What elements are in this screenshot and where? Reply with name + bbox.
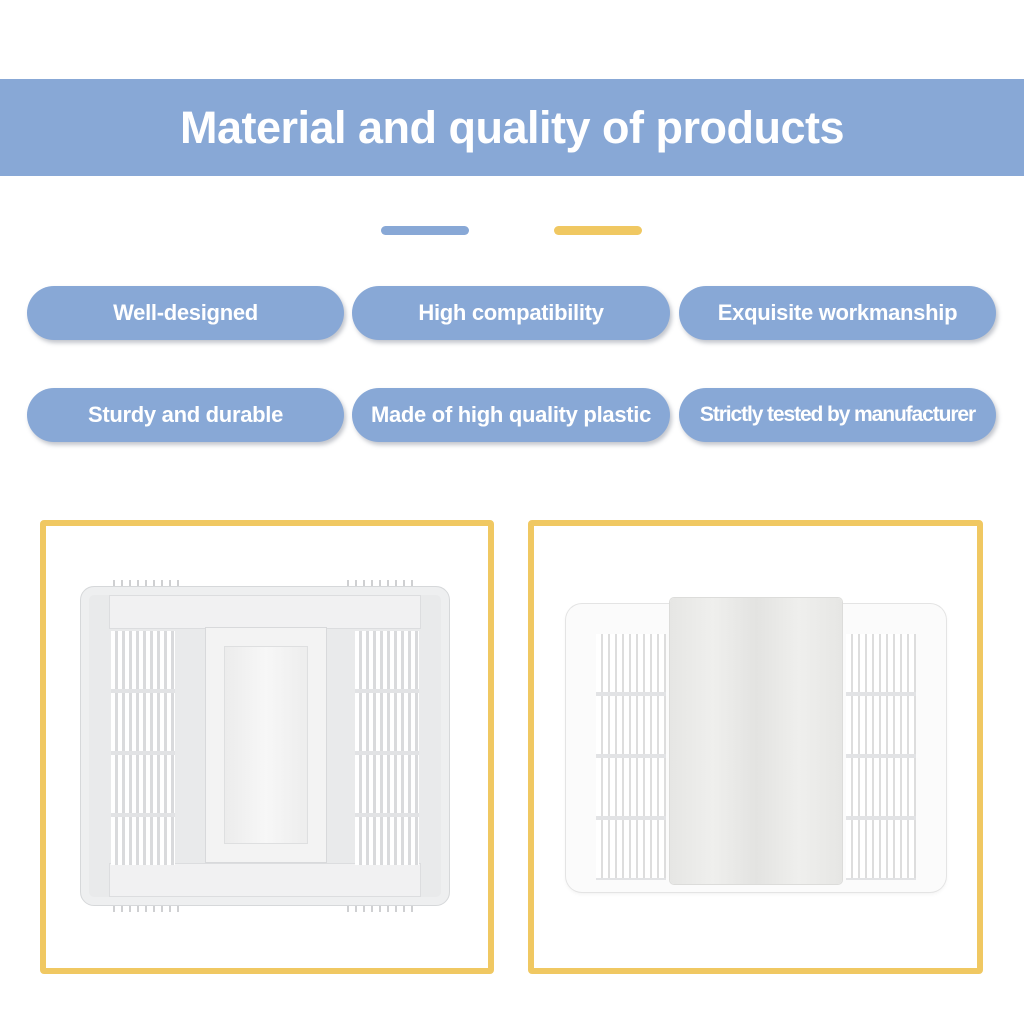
product-image-front-view	[566, 598, 946, 892]
vent-grille-left	[111, 631, 175, 865]
feature-badge-high-compatibility: High compatibility	[352, 286, 670, 340]
frame-rail-bottom	[109, 863, 421, 897]
product-image-frame-back	[40, 520, 494, 974]
vent-grille-right	[846, 634, 916, 880]
feature-badge-high-quality-plastic: Made of high quality plastic	[352, 388, 670, 442]
feature-badge-exquisite-workmanship: Exquisite workmanship	[679, 286, 996, 340]
product-image-back-view	[80, 580, 450, 912]
vent-grille-left	[596, 634, 666, 880]
edge-teeth	[113, 580, 183, 586]
feature-badge-well-designed: Well-designed	[27, 286, 344, 340]
frame-rail-top	[109, 595, 421, 629]
lens-window	[224, 646, 308, 844]
edge-teeth	[347, 906, 417, 912]
product-image-frame-front	[528, 520, 983, 974]
feature-badge-strictly-tested: Strictly tested by manufacturer	[679, 388, 996, 442]
divider-blue	[381, 226, 469, 235]
page-title: Material and quality of products	[179, 101, 845, 153]
edge-teeth	[113, 906, 183, 912]
edge-teeth	[347, 580, 417, 586]
divider-yellow	[554, 226, 642, 235]
feature-badge-sturdy-durable: Sturdy and durable	[27, 388, 344, 442]
vent-grille-right	[355, 631, 419, 865]
title-banner: Material and quality of products	[0, 79, 1024, 176]
lens-mount-panel	[205, 627, 327, 863]
light-lens-cover	[670, 598, 842, 884]
